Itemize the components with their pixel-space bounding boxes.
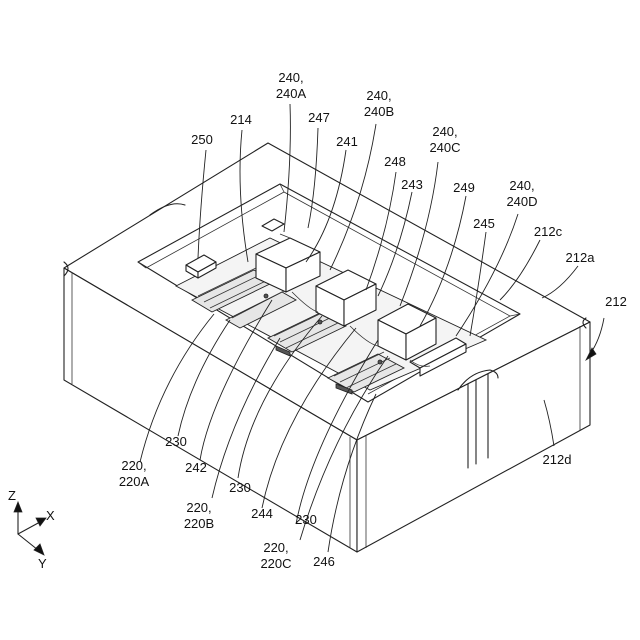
label-212c: 212c [534, 224, 563, 239]
label-247: 247 [308, 110, 330, 125]
label-212: 212 [605, 294, 627, 309]
axis-y-label: Y [38, 556, 47, 571]
label-240c: 240,240C [429, 124, 460, 155]
label-242: 242 [185, 460, 207, 475]
label-230-c: 230 [295, 512, 317, 527]
label-212d: 212d [543, 452, 572, 467]
axis-triad: Z X Y [8, 488, 55, 571]
label-249: 249 [453, 180, 475, 195]
label-240d: 240,240D [506, 178, 537, 209]
label-244: 244 [251, 506, 273, 521]
label-212a: 212a [566, 250, 596, 265]
label-241: 241 [336, 134, 358, 149]
label-248: 248 [384, 154, 406, 169]
axis-z-label: Z [8, 488, 16, 503]
label-243: 243 [401, 177, 423, 192]
label-220b: 220,220B [184, 500, 214, 531]
label-250: 250 [191, 132, 213, 147]
label-214: 214 [230, 112, 252, 127]
label-230-a: 230 [165, 434, 187, 449]
label-240b: 240,240B [364, 88, 394, 119]
label-230-b: 230 [229, 480, 251, 495]
label-246: 246 [313, 554, 335, 569]
label-245: 245 [473, 216, 495, 231]
label-240a: 240,240A [276, 70, 307, 101]
axis-x-label: X [46, 508, 55, 523]
label-220c: 220,220C [260, 540, 291, 571]
label-220a: 220,220A [119, 458, 150, 489]
